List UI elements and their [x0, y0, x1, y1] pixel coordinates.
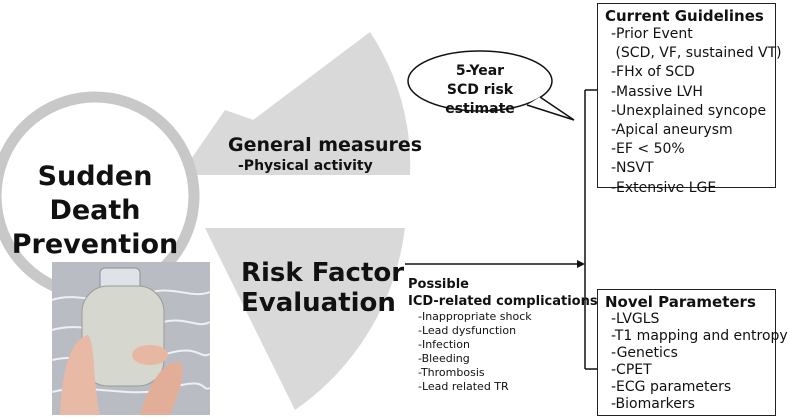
- general-measures-item: -Physical activity: [238, 158, 373, 174]
- risk-factor-line2: Evaluation: [241, 288, 396, 318]
- novel-item: -LVGLS: [611, 311, 660, 327]
- guideline-item: -Unexplained syncope: [611, 102, 767, 119]
- novel-item: -Biomarkers: [611, 396, 695, 412]
- novel-item: -CPET: [611, 362, 652, 378]
- guideline-item: -NSVT: [611, 160, 654, 177]
- risk-factor-wedge: [205, 228, 405, 410]
- icd-item: -Bleeding: [418, 352, 470, 365]
- icd-heading-line1: Possible: [408, 277, 469, 292]
- guideline-item: -EF < 50%: [611, 141, 685, 158]
- guideline-item: -Apical aneurysm: [611, 122, 733, 139]
- guideline-item: -Massive LVH: [611, 83, 703, 100]
- general-measures-wedge-inner: [180, 110, 410, 175]
- bubble-tail: [526, 96, 575, 121]
- connector-arrowhead: [577, 260, 585, 268]
- icd-item: -Lead dysfunction: [418, 324, 517, 337]
- guideline-item: -Extensive LGE: [611, 179, 717, 196]
- risk-estimate-bubble: [407, 50, 553, 112]
- guideline-item: (SCD, VF, sustained VT): [611, 45, 782, 62]
- risk-estimate-text: 5-Year SCD risk estimate: [410, 62, 550, 119]
- risk-estimate-line2: SCD risk estimate: [445, 82, 515, 117]
- risk-estimate-line1: 5-Year: [455, 63, 505, 79]
- icd-heading-line2: ICD-related complications: [408, 294, 598, 309]
- novel-item: -T1 mapping and entropy: [611, 328, 788, 344]
- icd-item: -Infection: [418, 338, 470, 351]
- icd-item: -Thrombosis: [418, 366, 485, 379]
- risk-factor-title: Risk Factor Evaluation: [241, 258, 404, 318]
- novel-item: -ECG parameters: [611, 379, 732, 395]
- general-measures-title: General measures: [228, 134, 423, 156]
- icd-item: -Inappropriate shock: [418, 310, 532, 323]
- guideline-item: -FHx of SCD: [611, 64, 695, 81]
- prevention-title-line2: Prevention: [11, 229, 179, 260]
- novel-item: -Genetics: [611, 345, 678, 361]
- current-guidelines-box: Current Guidelines -Prior Event (SCD, VF…: [597, 3, 782, 196]
- novel-parameters-box: Novel Parameters -LVGLS -T1 mapping and …: [597, 289, 788, 416]
- prevention-title-line1: Sudden Death: [37, 161, 153, 226]
- current-guidelines-title: Current Guidelines: [605, 7, 764, 25]
- icd-device-photo: [51, 262, 211, 415]
- guideline-item: -Prior Event: [611, 26, 693, 42]
- icd-item: -Lead related TR: [418, 380, 509, 393]
- novel-parameters-title: Novel Parameters: [605, 293, 756, 311]
- prevention-title: Sudden Death Prevention: [0, 160, 190, 262]
- risk-factor-line1: Risk Factor: [241, 258, 405, 288]
- icd-complications: Possible ICD-related complications -Inap…: [408, 276, 598, 394]
